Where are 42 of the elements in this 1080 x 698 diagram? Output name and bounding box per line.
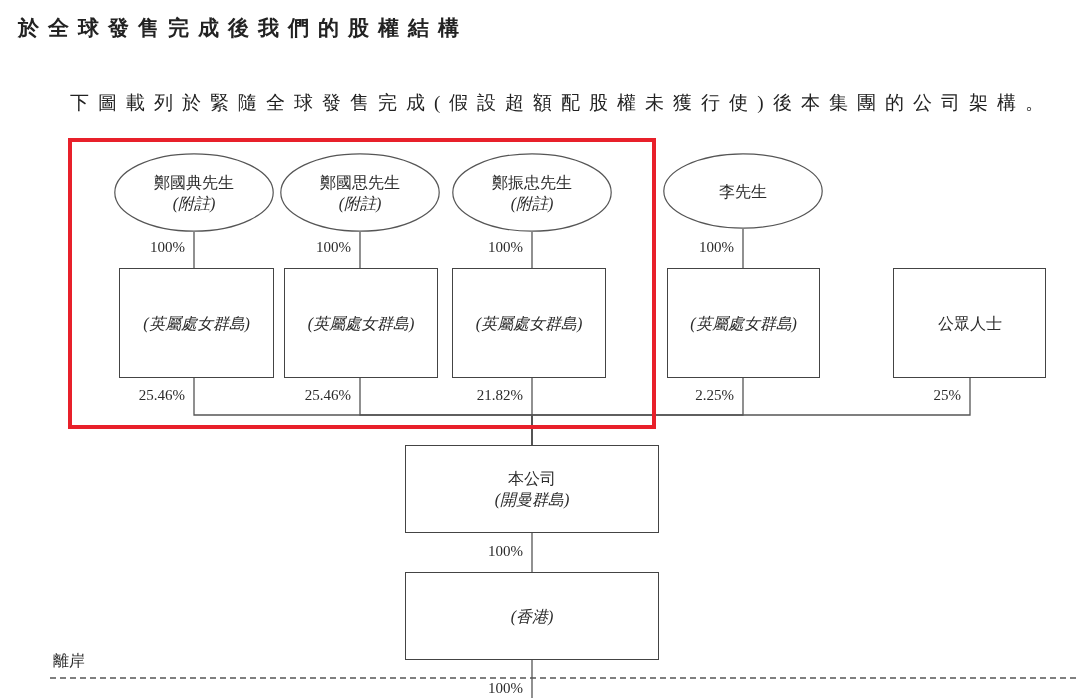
edge-label: 100% — [316, 239, 351, 256]
note-label: (附註) — [338, 193, 382, 214]
connector-line — [193, 231, 195, 269]
connector-line — [531, 532, 533, 573]
edge-label: 100% — [488, 680, 523, 697]
edge-label: 25% — [933, 387, 961, 404]
person-name: 鄭振忠先生 — [492, 172, 572, 193]
connector-line — [742, 228, 744, 269]
entity-box — [452, 268, 606, 378]
note-label: (附註) — [172, 193, 216, 214]
person-name: 李先生 — [719, 181, 767, 202]
edge-label: 25.46% — [138, 387, 185, 404]
connector-line — [359, 231, 361, 269]
jurisdiction-label: (英屬處女群島) — [690, 313, 797, 334]
connector-line — [531, 659, 533, 698]
note-label: (附註) — [510, 193, 554, 214]
edge-label: 100% — [488, 543, 523, 560]
jurisdiction-label: (英屬處女群島) — [143, 313, 250, 334]
page-title: 於全球發售完成後我們的股權結構 — [18, 15, 468, 42]
jurisdiction-label: (開曼群島) — [494, 490, 570, 510]
region-label: 離岸 — [53, 651, 85, 671]
entity-box — [119, 268, 274, 378]
edge-label: 100% — [150, 239, 185, 256]
connector-line — [531, 231, 533, 269]
entity-box — [893, 268, 1046, 378]
person-name: 鄭國思先生 — [320, 172, 400, 193]
edge-label: 2.25% — [695, 387, 734, 404]
person-name: 鄭國典先生 — [154, 172, 234, 193]
edge-label: 100% — [488, 239, 523, 256]
company-box — [405, 445, 659, 533]
jurisdiction-label: (英屬處女群島) — [307, 313, 415, 334]
edge-label: 25.46% — [304, 387, 351, 404]
entity-name: 本公司 — [508, 469, 556, 489]
jurisdiction-label: (英屬處女群島) — [475, 313, 583, 334]
entity-name: 公眾人士 — [937, 313, 1002, 334]
jurisdiction-label: (香港) — [510, 606, 554, 627]
company-box — [405, 572, 659, 660]
entity-box — [667, 268, 820, 378]
edge-label: 21.82% — [476, 387, 523, 404]
edge-label: 100% — [699, 239, 734, 256]
intro-sentence: 下圖載列於緊隨全球發售完成(假設超額配股權未獲行使)後本集團的公司架構。 — [70, 91, 1053, 115]
entity-box — [284, 268, 438, 378]
